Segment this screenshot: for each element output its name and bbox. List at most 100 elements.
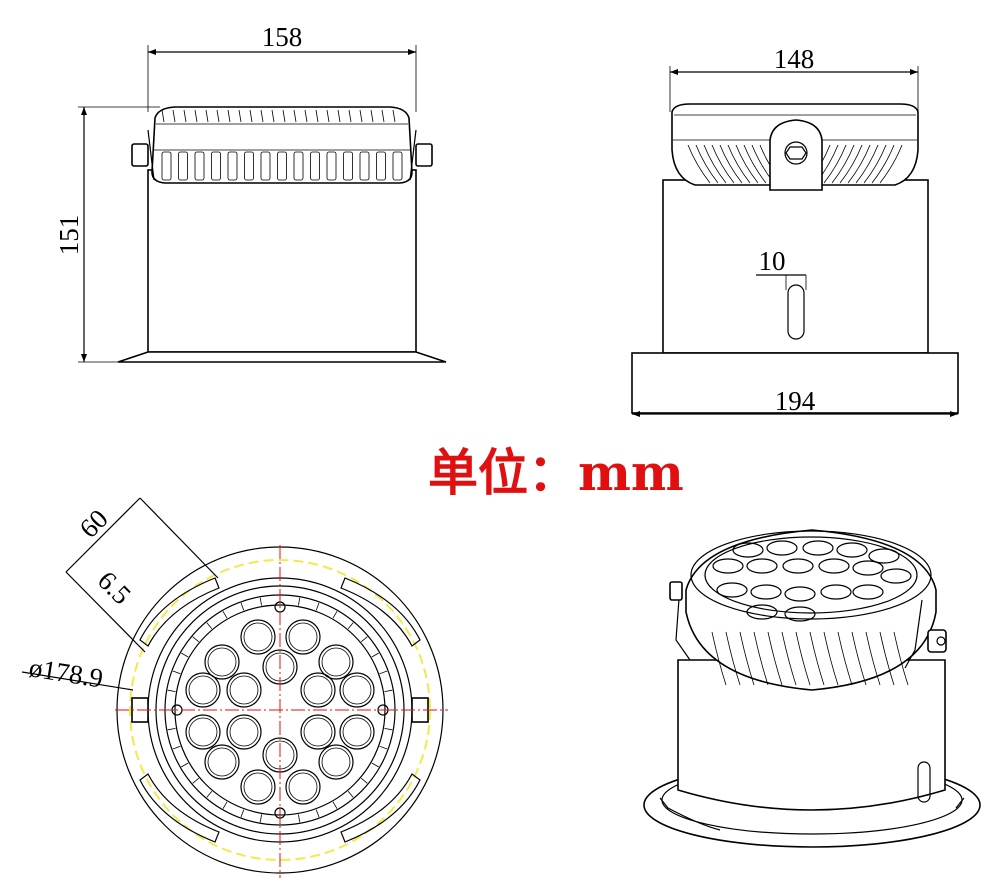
fin — [847, 144, 871, 184]
fin — [743, 144, 767, 184]
tooth — [167, 689, 176, 692]
fin — [893, 631, 909, 686]
tooth — [384, 689, 393, 692]
fin — [392, 151, 403, 181]
tooth — [298, 814, 301, 823]
rib — [381, 109, 385, 123]
rib — [337, 109, 341, 123]
fin — [711, 631, 727, 686]
fin — [879, 144, 903, 184]
led-lens — [204, 644, 240, 680]
tooth — [192, 636, 200, 643]
heat-sink-fins — [161, 109, 403, 181]
led-lens-inner — [229, 717, 259, 747]
fin — [739, 631, 755, 686]
rib — [183, 109, 187, 123]
led-lens-inner — [207, 747, 237, 777]
led-lens — [716, 582, 748, 598]
front-height-label: 151 — [54, 215, 84, 256]
rib — [249, 109, 253, 123]
tooth — [206, 790, 213, 798]
tooth — [240, 809, 245, 818]
fin — [260, 151, 271, 181]
led-lens-inner — [321, 647, 351, 677]
tooth — [181, 652, 189, 658]
fin — [703, 144, 727, 184]
tooth — [384, 728, 393, 731]
slot-width-label: 10 — [759, 246, 786, 276]
rib — [370, 109, 374, 123]
led-lens — [185, 714, 221, 750]
led-lens — [746, 558, 778, 574]
tooth — [167, 728, 176, 731]
led-lens-inner — [342, 717, 372, 747]
rib — [205, 109, 209, 123]
fin — [227, 151, 238, 181]
fin — [863, 144, 887, 184]
led-lens-inner — [229, 675, 259, 705]
rib — [282, 109, 286, 123]
fin — [719, 144, 743, 184]
led-lens-inner — [321, 747, 351, 777]
isometric-view — [643, 529, 981, 848]
iso-heat-sink-fins — [711, 631, 909, 686]
led-lens — [285, 769, 321, 805]
cutout-label: 60 — [73, 503, 113, 543]
led-lens — [318, 744, 354, 780]
front-width-label: 158 — [262, 22, 303, 52]
fin — [795, 631, 811, 686]
front-view: 158 151 — [54, 22, 447, 363]
led-lens — [746, 604, 778, 620]
fin — [735, 144, 759, 184]
rib — [194, 109, 198, 123]
side-width-label: 148 — [774, 44, 815, 74]
led-lens — [226, 672, 262, 708]
rib — [315, 109, 319, 123]
fin — [326, 151, 337, 181]
fin — [871, 144, 895, 184]
fin — [343, 151, 353, 181]
fin — [809, 631, 825, 686]
led-lens — [868, 548, 900, 564]
tooth — [298, 597, 301, 606]
tooth — [371, 652, 379, 658]
led-lens — [732, 542, 764, 558]
rib — [238, 109, 242, 123]
rib — [216, 109, 220, 123]
led-lens — [836, 542, 868, 558]
fin — [865, 631, 881, 686]
offset-label: 6.5 — [92, 565, 137, 610]
unit-label: 单位：mm — [428, 443, 684, 502]
tooth — [315, 809, 320, 818]
fin — [855, 144, 879, 184]
fin — [727, 144, 751, 184]
fin — [851, 631, 867, 686]
fin — [178, 151, 188, 181]
fin — [293, 151, 304, 181]
tooth — [360, 777, 368, 784]
led-lens-inner — [188, 717, 218, 747]
led-lens — [240, 769, 276, 805]
led-lens — [880, 568, 912, 584]
tooth — [172, 745, 181, 750]
tooth — [347, 622, 354, 630]
led-lens-inner — [188, 675, 218, 705]
tooth — [172, 670, 181, 675]
diameter-label: ø178.9 — [27, 652, 105, 693]
led-lens — [782, 558, 814, 574]
led-lens-inner — [342, 675, 372, 705]
fin — [725, 631, 741, 686]
rib — [293, 109, 297, 123]
fin — [194, 151, 205, 181]
led-lens-inner — [243, 772, 273, 802]
led-lens — [240, 619, 276, 655]
rib — [304, 109, 308, 123]
tooth — [181, 762, 189, 768]
led-lens — [802, 540, 834, 556]
fin — [823, 144, 847, 184]
fin — [837, 631, 853, 686]
top-heat-sink-teeth — [166, 596, 394, 824]
fin — [781, 631, 797, 686]
led-lens — [784, 606, 816, 622]
led-lens-array — [185, 619, 375, 805]
